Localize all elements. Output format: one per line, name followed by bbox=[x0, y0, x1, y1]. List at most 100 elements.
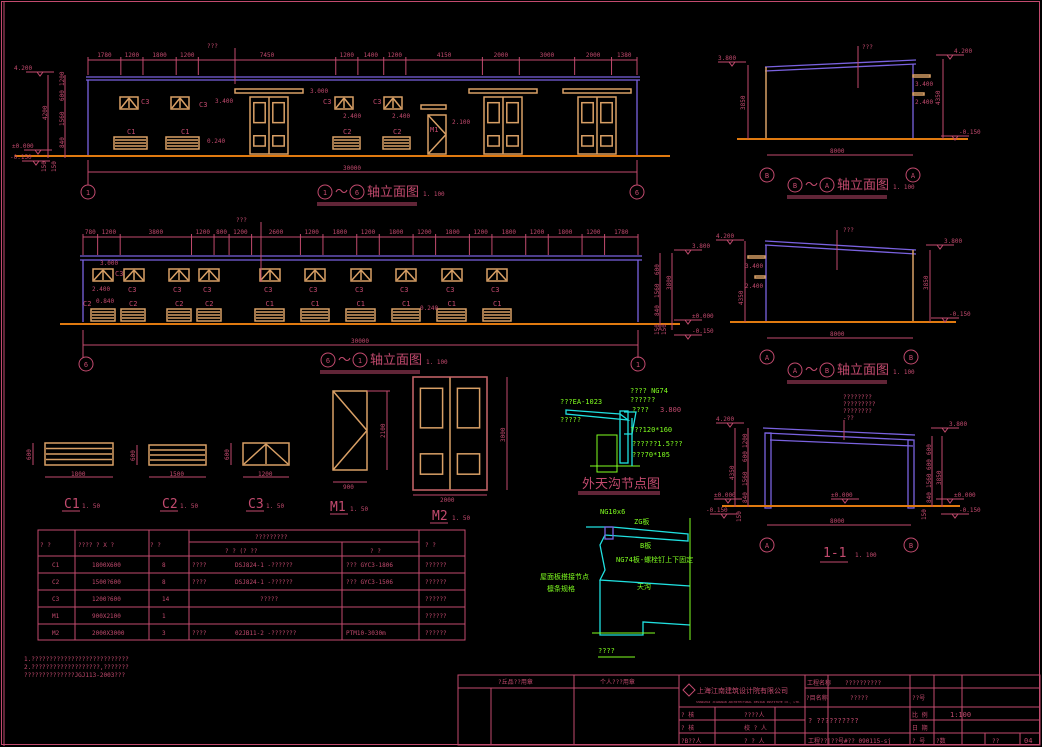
window-tag: C1 bbox=[266, 300, 274, 308]
height-dimension: 600 bbox=[59, 90, 66, 101]
c2-detail-title: C2 bbox=[162, 497, 178, 512]
elevation-b-a-axis-b bbox=[819, 177, 835, 193]
dimension-label: 1800 bbox=[445, 229, 460, 236]
level-marker-icon bbox=[951, 513, 959, 519]
level-label: -0.150 bbox=[959, 129, 981, 136]
height-dimension: 600 bbox=[742, 451, 749, 462]
height-dimension: 150 bbox=[654, 324, 661, 335]
roof-note: ??? bbox=[862, 44, 873, 51]
level-marker-icon bbox=[941, 427, 949, 433]
window-tag: C3 bbox=[400, 286, 408, 294]
axis-bubble-a-label: A bbox=[765, 354, 770, 362]
opening-mark bbox=[128, 97, 138, 109]
roof-line bbox=[764, 240, 917, 251]
company-name-en: SHANGHAI JIANGNAN ARCHITECTURAL DESIGN I… bbox=[696, 700, 801, 704]
window-c1 bbox=[345, 308, 376, 322]
level-label: 4.200 bbox=[14, 65, 32, 72]
axis-bubble-a bbox=[759, 537, 775, 553]
dimension-label: 1800 bbox=[152, 52, 167, 59]
window-c2 bbox=[90, 308, 116, 322]
level-label: 3.000 bbox=[100, 260, 118, 267]
cell-ref-a: ???? bbox=[192, 630, 207, 637]
cell-type: M2 bbox=[52, 630, 60, 637]
tilde-glyph: ～ bbox=[805, 363, 818, 378]
table-header: ? ? bbox=[150, 542, 161, 549]
opening-mark bbox=[179, 97, 189, 109]
opening-mark bbox=[305, 269, 316, 281]
reviewer-label: ????人 bbox=[744, 712, 764, 719]
level-marker-icon bbox=[36, 71, 44, 77]
window-tag: C1 bbox=[181, 128, 189, 136]
gutter-label: ????? bbox=[560, 416, 581, 424]
cell-note: ?????? bbox=[425, 613, 447, 620]
axis-bubble-6 bbox=[629, 184, 645, 200]
dimension-label: 1800 bbox=[502, 229, 517, 236]
door-panel bbox=[419, 453, 444, 475]
window-tag: C3 bbox=[141, 98, 149, 106]
overall-dimension-label: 30000 bbox=[343, 165, 361, 172]
opening-mark bbox=[427, 114, 447, 136]
level-label: ±0.000 bbox=[714, 492, 736, 499]
opening-mark bbox=[243, 443, 267, 465]
opening-mark bbox=[269, 269, 280, 281]
detail-scale: 1. 50 bbox=[452, 515, 470, 522]
door-panel bbox=[487, 101, 500, 124]
scale-label: 比 例 bbox=[912, 711, 928, 719]
width-dimension-label: 8000 bbox=[830, 518, 845, 525]
height-dimension: 150 bbox=[661, 324, 668, 335]
tilde-glyph: ～ bbox=[805, 178, 818, 193]
canopy bbox=[754, 275, 766, 279]
level-marker-icon bbox=[951, 135, 959, 141]
height-dimension: 840 bbox=[926, 492, 933, 503]
opening-mark bbox=[442, 269, 453, 281]
height-dimension: 150 bbox=[51, 161, 58, 172]
level-label: ±0.000 bbox=[831, 492, 853, 499]
elevation-1-6-title: 轴立面图 bbox=[367, 185, 419, 200]
level-label: 2.400 bbox=[92, 286, 110, 293]
elevation-6-1-axis-b-label: 1 bbox=[358, 357, 362, 365]
opening-mark bbox=[208, 269, 219, 281]
roof-note: ??? bbox=[843, 227, 854, 234]
roof-truss bbox=[762, 427, 916, 436]
window-tag: C3 bbox=[128, 286, 136, 294]
window-tag: C3 bbox=[115, 270, 123, 278]
gutter-section-label: 天沟 bbox=[637, 582, 651, 591]
level-label: 4.200 bbox=[716, 416, 734, 423]
window-tag: C3 bbox=[173, 286, 181, 294]
dimension-label: 1200 bbox=[473, 229, 488, 236]
height-dimension: 600 bbox=[926, 459, 933, 470]
axis-bubble-b bbox=[759, 167, 775, 183]
gutter-level: 3.800 bbox=[660, 406, 681, 414]
canopy bbox=[747, 255, 766, 259]
window-c3 bbox=[395, 268, 417, 282]
opening-mark bbox=[199, 269, 210, 281]
level-marker-icon bbox=[941, 317, 949, 323]
level-marker-icon bbox=[720, 513, 728, 519]
window-c2 bbox=[196, 308, 222, 322]
level-label: ±0.000 bbox=[954, 492, 976, 499]
level-label: -0.150 bbox=[959, 507, 981, 514]
dimension-label: 1200 bbox=[417, 229, 432, 236]
level-marker-icon bbox=[32, 160, 40, 166]
height-dimension: 4350 bbox=[738, 290, 745, 305]
window-c3 bbox=[334, 96, 354, 110]
drawing-number: 工程??|??号#?? 090115-sj bbox=[808, 737, 891, 745]
gutter bbox=[619, 410, 629, 464]
window-c1 bbox=[391, 308, 421, 322]
height-dimension: 840 bbox=[742, 492, 749, 503]
axis-bubble-b-label: B bbox=[909, 354, 913, 362]
detail-scale: 1. 50 bbox=[266, 503, 284, 510]
cell-code: PTM10-3030m bbox=[346, 630, 386, 637]
cell-note: ?????? bbox=[425, 562, 447, 569]
table-header: ????????? bbox=[255, 534, 288, 541]
stamp-label: 个人???用章 bbox=[600, 678, 635, 686]
window-tag: C3 bbox=[309, 286, 317, 294]
door-tag: M1 bbox=[430, 126, 438, 134]
detail-scale: 1. 50 bbox=[350, 506, 368, 513]
cell-note: ?????? bbox=[425, 630, 447, 637]
gutter-label: ?????? bbox=[630, 396, 655, 404]
dimension-label: 1200 bbox=[233, 229, 248, 236]
height-dimension: 600 bbox=[926, 444, 933, 455]
